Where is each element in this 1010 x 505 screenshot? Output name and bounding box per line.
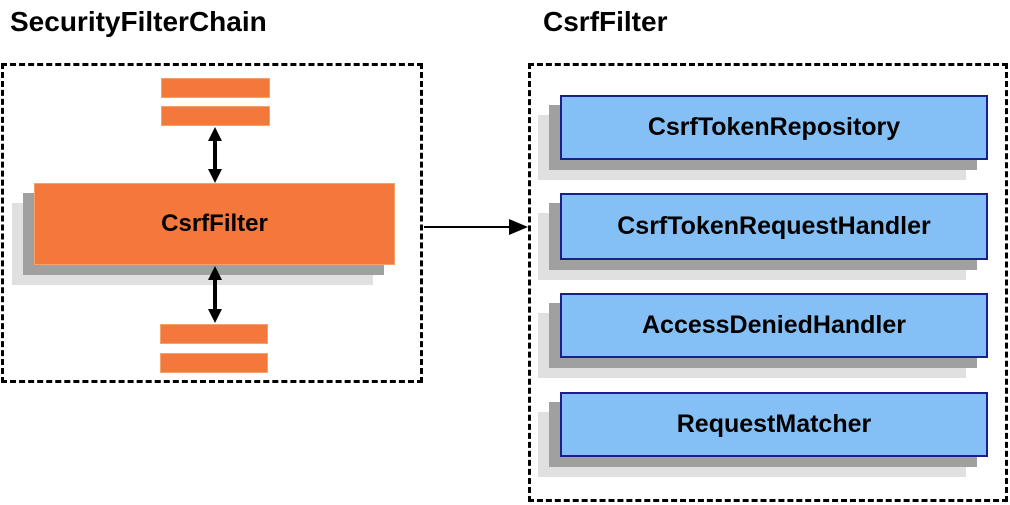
component-label: AccessDeniedHandler	[641, 311, 906, 339]
double-headed-arrow-bottom-icon	[208, 266, 222, 323]
connector-arrow-icon	[424, 219, 528, 235]
component-box-csrf-token-repository: CsrfTokenRepository	[560, 95, 988, 160]
component-label: CsrfTokenRepository	[647, 113, 901, 141]
filter-chain-bar-bottom-2	[160, 353, 268, 373]
filter-chain-bar-top-1	[161, 78, 270, 98]
security-filter-chain-boundary	[1, 63, 423, 383]
security-filter-chain-title: SecurityFilterChain	[10, 6, 267, 37]
csrf-filter-boundary	[528, 63, 1008, 502]
filter-chain-bar-top-2	[161, 106, 270, 126]
component-label: RequestMatcher	[676, 410, 872, 438]
filter-chain-bar-bottom-1	[160, 324, 268, 344]
csrf-filter-box: CsrfFilter	[34, 183, 395, 265]
csrf-filter-title: CsrfFilter	[543, 6, 668, 37]
component-box-request-matcher: RequestMatcher	[560, 392, 988, 457]
double-headed-arrow-top-icon	[208, 127, 222, 183]
component-label: CsrfTokenRequestHandler	[617, 212, 931, 240]
component-box-access-denied-handler: AccessDeniedHandler	[560, 293, 988, 358]
csrf-filter-box-label: CsrfFilter	[161, 210, 268, 237]
component-box-csrf-token-request-handler: CsrfTokenRequestHandler	[560, 193, 988, 260]
